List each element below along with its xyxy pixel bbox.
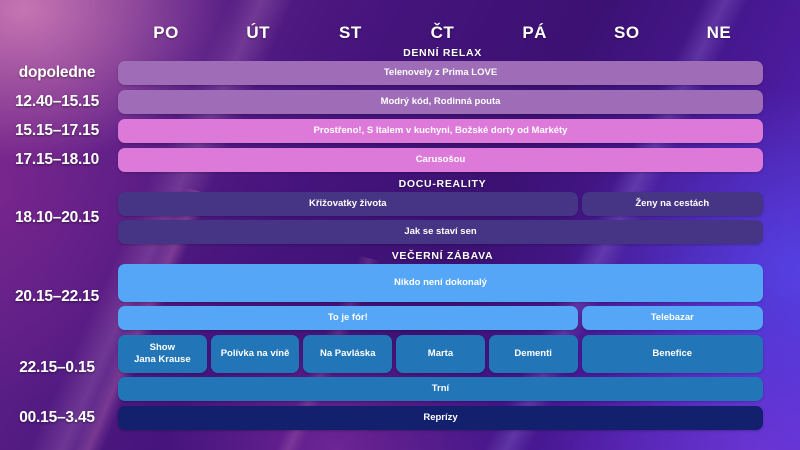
schedule-row: To je fór!Telebazar [118,306,763,330]
band-rows: Reprízy [118,406,800,430]
programme-cell[interactable]: Trní [118,377,763,401]
schedule-row: Carusošou [118,148,763,172]
schedule-row: Telenovely z Prima LOVE [118,61,763,85]
schedule-band: dopoledne Telenovely z Prima LOVE [0,61,800,85]
schedule-row: Nikdo není dokonalý [118,264,763,302]
time-label: 12.40–15.15 [15,93,99,110]
day-header-út: ÚT [246,23,271,42]
schedule-band: 17.15–18.10 Carusošou [0,148,800,172]
programme-cell[interactable]: Show Jana Krause [118,335,207,373]
day-header-po: PO [153,23,179,42]
time-label: 00.15–3.45 [19,409,95,426]
programme-cell[interactable]: Benefice [581,335,763,373]
day-header-pá: PÁ [522,23,547,42]
time-label: 17.15–18.10 [15,151,99,168]
programme-cell[interactable]: Carusošou [118,148,763,172]
day-header-čt: ČT [430,23,455,42]
day-header-row: PO ÚT ST ČT PÁ SO NE [120,20,765,46]
programme-cell[interactable]: Marta [396,335,485,373]
section-title-2: VEČERNÍ ZÁBAVA [391,250,494,262]
section-title-0: DENNÍ RELAX [403,47,482,59]
schedule-band: 12.40–15.15 Modrý kód, Rodinná pouta [0,90,800,114]
programme-cell[interactable]: Ženy na cestách [581,192,763,216]
programme-cell[interactable]: Dementi [488,335,578,373]
time-label: dopoledne [18,64,96,81]
schedule-row: Jak se staví sen [118,220,763,244]
schedule-row: Reprízy [118,406,763,430]
schedule-row: Prostřeno!, S Italem v kuchyni, Božské d… [118,119,763,143]
day-header-so: SO [613,23,640,42]
programme-cell[interactable]: Jak se staví sen [118,220,763,244]
band-rows: Telenovely z Prima LOVE [118,61,800,85]
schedule-band: 00.15–3.45 Reprízy [0,406,800,430]
programme-cell[interactable]: Reprízy [118,406,763,430]
band-rows: Prostřeno!, S Italem v kuchyni, Božské d… [118,119,800,143]
schedule-grid: DENNÍ RELAX dopoledne Telenovely z Prima L… [0,46,800,435]
day-header-ne: NE [706,23,732,42]
band-rows: Nikdo není dokonalý To je fór!Telebazar [118,264,800,330]
time-label: 20.15–22.15 [15,288,99,305]
programme-cell[interactable]: Na Pavláska [303,335,393,373]
programme-cell[interactable]: Polívka na víně [210,335,300,373]
programme-cell[interactable]: Modrý kód, Rodinná pouta [118,90,763,114]
section-title-1: DOCU-REALITY [398,178,487,190]
programme-cell[interactable]: Nikdo není dokonalý [118,264,763,302]
programme-cell[interactable]: Křižovatky života [118,192,578,216]
programme-cell[interactable]: Telebazar [581,306,763,330]
schedule-row: Trní [118,377,763,401]
day-header-st: ST [338,23,362,42]
schedule-row: Modrý kód, Rodinná pouta [118,90,763,114]
programme-cell[interactable]: Prostřeno!, S Italem v kuchyni, Božské d… [118,119,763,143]
programme-cell[interactable]: Telenovely z Prima LOVE [118,61,763,85]
time-label: 15.15–17.15 [15,122,99,139]
band-rows: Modrý kód, Rodinná pouta [118,90,800,114]
schedule-band: 15.15–17.15 Prostřeno!, S Italem v kuchyn… [0,119,800,143]
band-spacer [0,430,800,435]
band-rows: Carusošou [118,148,800,172]
time-label: 22.15–0.15 [19,359,95,376]
time-label: 18.10–20.15 [15,209,99,226]
programme-cell[interactable]: To je fór! [118,306,578,330]
schedule-band: 20.15–22.15 Nikdo není dokonalý To je fór!… [0,264,800,330]
